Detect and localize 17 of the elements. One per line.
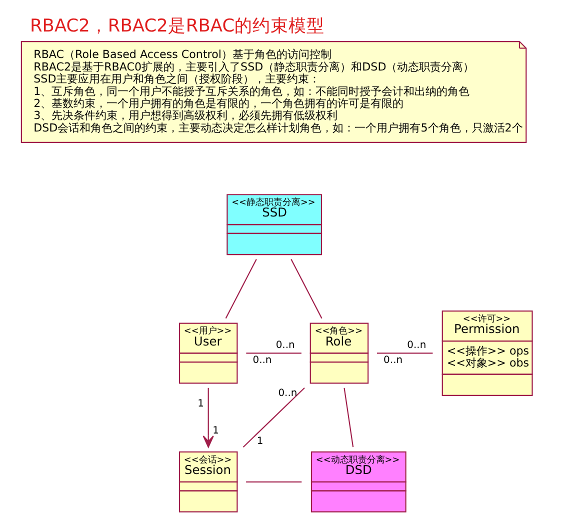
- label: 1: [198, 398, 204, 410]
- label: 0..n: [407, 340, 426, 352]
- diagram-title: RBAC2，RBAC2是RBAC的约束模型: [30, 16, 325, 36]
- connector: [242, 388, 305, 448]
- label: 0..n: [278, 388, 298, 400]
- connector: [246, 481, 302, 482]
- connector: [246, 352, 302, 354]
- label: 1: [256, 436, 264, 447]
- connector: [344, 388, 354, 448]
- connector: [225, 258, 257, 319]
- arrow: [202, 388, 214, 448]
- label: 1: [212, 425, 220, 436]
- connector: [290, 258, 322, 319]
- label: 0..n: [252, 355, 272, 366]
- connector: [376, 352, 433, 354]
- label: 0..n: [384, 355, 403, 366]
- label: 0..n: [276, 340, 295, 352]
